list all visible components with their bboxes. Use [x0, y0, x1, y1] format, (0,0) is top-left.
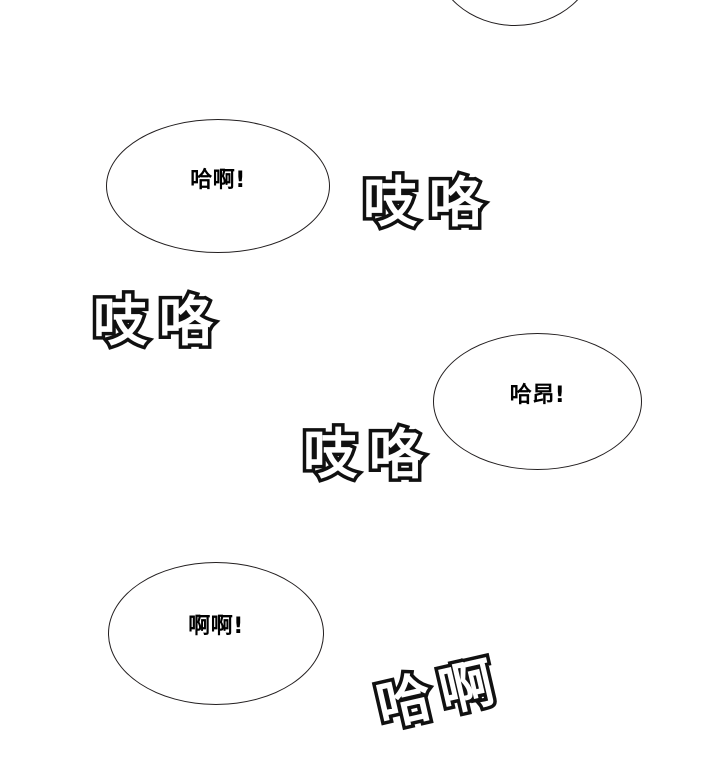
speech-bubble-a-a: 啊啊! — [108, 562, 324, 705]
sound-effect-ha-a: 哈啊 — [367, 645, 513, 742]
speech-bubble-text: 啊啊! — [188, 614, 244, 639]
sound-effect-zhi-ge: 吱咯 — [90, 290, 225, 353]
speech-bubble-ha-ang: 哈昂! — [433, 333, 642, 470]
sound-effect-zhi-ge: 吱咯 — [300, 423, 435, 486]
speech-bubble-text: 哈昂! — [509, 383, 566, 408]
speech-bubble-ha-a: 哈啊! — [106, 119, 330, 253]
speech-bubble-partial-top — [433, 0, 597, 26]
speech-bubble-text: 哈啊! — [190, 168, 246, 193]
sound-effect-zhi-ge: 吱咯 — [360, 171, 495, 234]
